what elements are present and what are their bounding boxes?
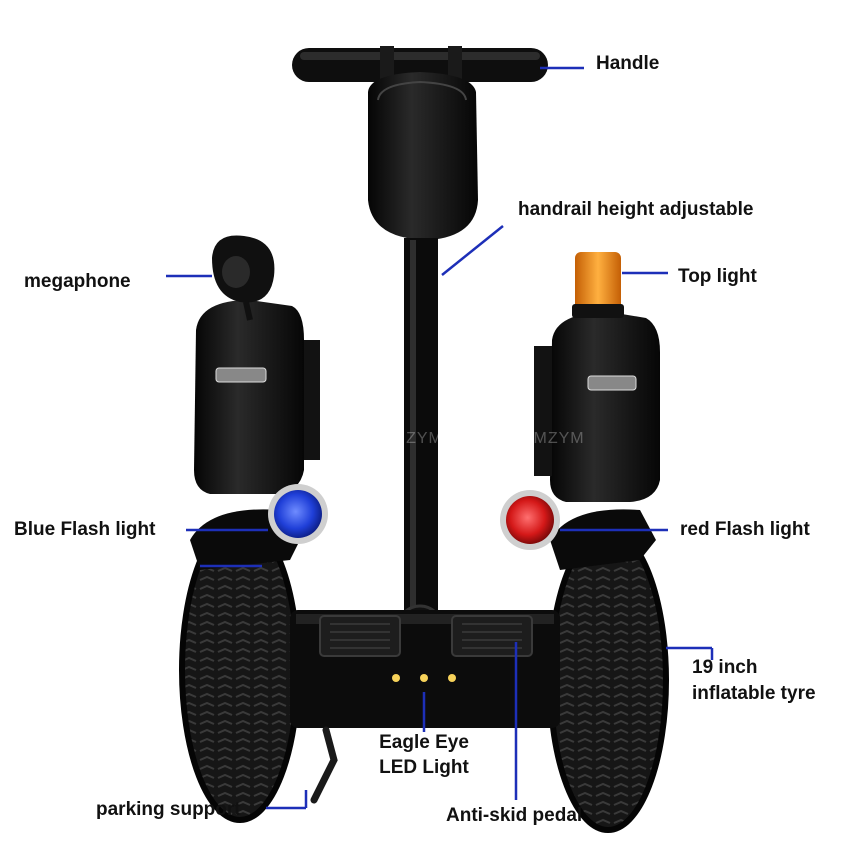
leader-handrail	[441, 225, 504, 276]
label-megaphone: megaphone	[24, 271, 131, 292]
leader-lines	[166, 66, 714, 810]
label-eagle-line1: Eagle Eye	[379, 732, 469, 753]
label-tyre-line2: inflatable tyre	[692, 683, 816, 704]
led-center	[420, 674, 428, 682]
label-tyre-line1: 19 inch	[692, 657, 758, 678]
right-pedal	[451, 615, 533, 657]
label-blue-flash: Blue Flash light	[14, 519, 156, 540]
label-handle: Handle	[596, 53, 660, 74]
steering-column	[404, 238, 438, 623]
label-red-flash: red Flash light	[680, 519, 810, 540]
label-pedal: Anti-skid pedal	[446, 805, 583, 826]
watermark-text: ZJMZYMZJMZYMZJMZYM	[372, 430, 585, 447]
left-wheel	[182, 520, 298, 820]
label-eagle-line2: LED Light	[379, 757, 469, 778]
right-storage-box	[550, 312, 660, 502]
amber-beacon	[575, 252, 621, 310]
label-top-light: Top light	[678, 266, 757, 287]
parking-stand	[310, 726, 338, 804]
led-right	[448, 674, 456, 682]
label-parking: parking support	[96, 799, 241, 820]
handlebar-bag	[368, 72, 478, 240]
label-handrail: handrail height adjustable	[518, 199, 754, 220]
left-pedal	[319, 615, 401, 657]
left-storage-box	[194, 300, 304, 494]
led-left	[392, 674, 400, 682]
right-wheel	[550, 530, 666, 830]
